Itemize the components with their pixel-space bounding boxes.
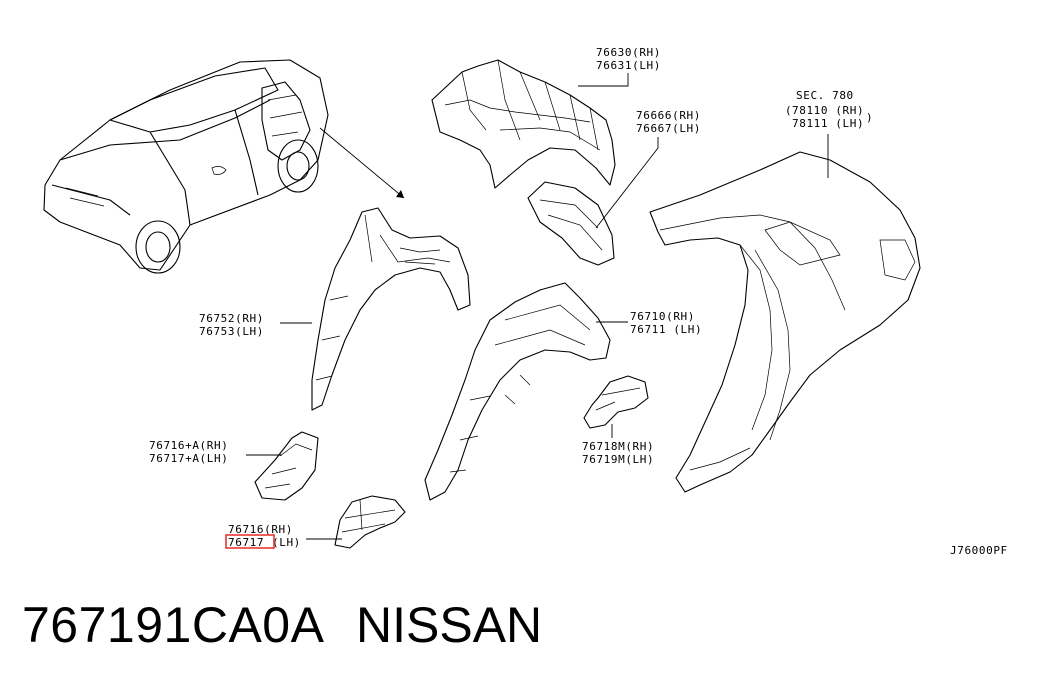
label-76631: 76631(LH): [596, 59, 661, 72]
diagram-code: J76000PF: [950, 544, 1008, 557]
part-76710-wheelhouse-outer: [424, 282, 611, 501]
highlight-box-76717: [225, 534, 275, 549]
part-76716a-extension: [254, 431, 319, 501]
paren-close-78111: ): [866, 111, 873, 124]
brand-name: NISSAN: [356, 597, 543, 653]
label-76666: 76666(RH): [636, 109, 701, 122]
part-76752-wheelhouse: [311, 207, 471, 411]
vehicle-overview: [43, 59, 405, 274]
part-76666-reinforcement: [527, 181, 615, 266]
part-78110-outer-panel: [649, 151, 921, 493]
label-76716a: 76716+A(RH): [149, 439, 228, 452]
label-76752: 76752(RH): [199, 312, 264, 325]
label-76667: 76667(LH): [636, 122, 701, 135]
label-76710: 76710(RH): [630, 310, 695, 323]
label-76717-number: 76717: [228, 536, 264, 549]
part-76717-lower-extension: [334, 495, 406, 549]
part-number: 767191CA0A: [22, 597, 325, 653]
part-76630-inner-panel: [431, 59, 616, 189]
label-76711: 76711 (LH): [630, 323, 702, 336]
label-76716: 76716(RH): [228, 523, 293, 536]
label-76718m: 76718M(RH): [582, 440, 654, 453]
label-76717a: 76717+A(LH): [149, 452, 228, 465]
label-sec-780: SEC. 780: [796, 89, 854, 102]
label-78111: 78111 (LH): [792, 117, 864, 130]
paren-open-78110: (: [785, 104, 792, 117]
label-76719m: 76719M(LH): [582, 453, 654, 466]
label-76717-side: (LH): [272, 536, 301, 549]
part-76718m-bracket: [583, 375, 649, 429]
label-78110: 78110 (RH): [792, 104, 864, 117]
label-76630: 76630(RH): [596, 46, 661, 59]
label-76753: 76753(LH): [199, 325, 264, 338]
